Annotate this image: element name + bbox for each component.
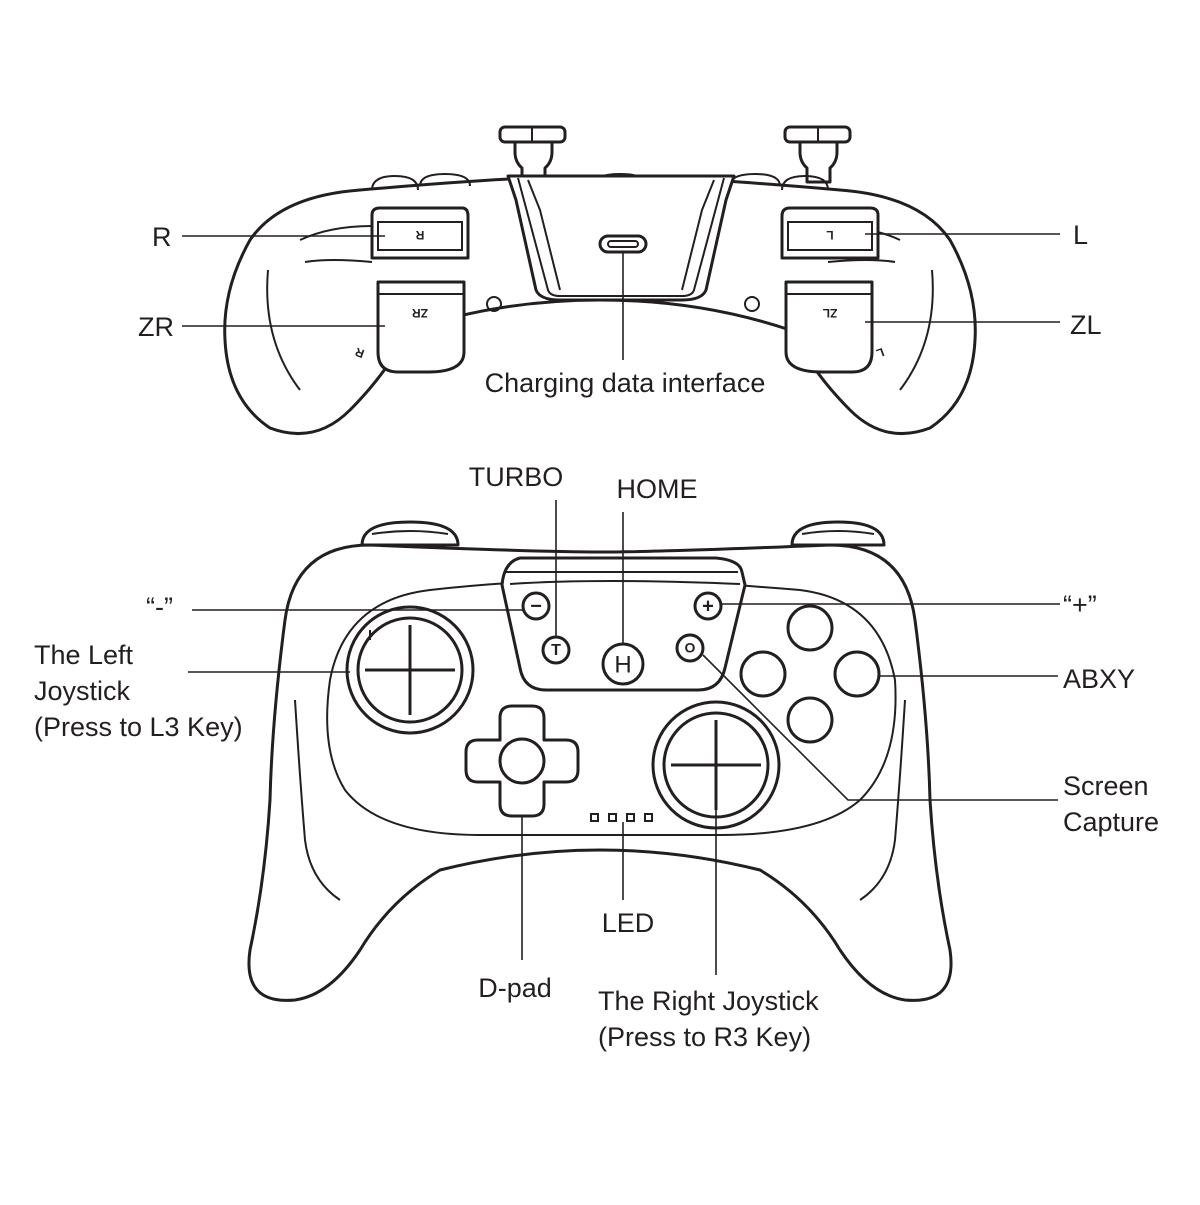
zr-trigger-mark: ZR <box>412 306 428 320</box>
l-label: L <box>1073 220 1088 250</box>
led-label: LED <box>602 908 655 938</box>
abxy-right-button <box>833 650 881 698</box>
right-shoulder <box>790 520 886 547</box>
plus-label: “+” <box>1063 590 1097 620</box>
home-label: HOME <box>617 474 698 504</box>
zl-label: ZL <box>1070 310 1102 340</box>
r-bumper: R <box>370 206 470 260</box>
screen-capture-label-line-2: Capture <box>1063 807 1159 837</box>
r-bumper-mark: R <box>415 228 424 242</box>
abxy-buttons <box>739 604 881 744</box>
led-indicators <box>590 813 653 822</box>
charging-interface-label: Charging data interface <box>485 368 766 398</box>
left-joystick-label-line-3: (Press to L3 Key) <box>34 712 243 742</box>
turbo-button-mark: T <box>551 642 561 659</box>
charging-port-icon <box>598 234 648 254</box>
left-joystick <box>345 605 475 735</box>
top-view-leaders <box>182 233 1060 360</box>
top-right-stick <box>498 125 567 184</box>
zl-trigger-mark: ZL <box>823 306 838 320</box>
front-view-leaders <box>188 500 1060 975</box>
turbo-label: TURBO <box>469 462 564 492</box>
dpad-label: D-pad <box>478 973 552 1003</box>
top-left-stick <box>783 125 852 184</box>
minus-button-mark: − <box>530 595 542 617</box>
left-shoulder <box>360 520 460 547</box>
abxy-left-button <box>739 650 787 698</box>
zr-trigger: ZR R <box>353 280 466 374</box>
abxy-label: ABXY <box>1063 664 1135 694</box>
l-bumper: L <box>780 206 880 260</box>
abxy-bottom-button <box>786 696 834 744</box>
left-joystick-label-line-1: The Left <box>34 640 134 670</box>
r-label: R <box>152 222 172 252</box>
right-joystick-label: The Right Joystick (Press to R3 Key) <box>598 986 819 1052</box>
home-button-mark: H <box>614 651 631 678</box>
right-joystick <box>651 700 781 830</box>
zr-label: ZR <box>138 312 174 342</box>
left-joystick-label: The Left Joystick (Press to L3 Key) <box>34 640 243 742</box>
right-joystick-label-line-1: The Right Joystick <box>598 986 819 1016</box>
abxy-top-button <box>786 604 834 652</box>
home-button: H <box>601 642 645 686</box>
capture-button-mark: O <box>685 640 696 656</box>
top-view-controller: R ZR R L ZL L <box>223 125 977 436</box>
screen-capture-label: Screen Capture <box>1063 771 1159 837</box>
plus-button: + <box>693 591 723 621</box>
minus-label: “-” <box>146 592 173 622</box>
zl-trigger: ZL L <box>784 280 886 374</box>
front-view-controller: − T H O + <box>247 520 953 1002</box>
capture-button: O <box>675 633 705 663</box>
turbo-button: T <box>541 635 571 665</box>
minus-button: − <box>521 591 551 621</box>
d-pad <box>464 704 580 818</box>
screen-capture-label-line-1: Screen <box>1063 771 1149 801</box>
left-joystick-label-line-2: Joystick <box>34 676 131 706</box>
right-joystick-label-line-2: (Press to R3 Key) <box>598 1022 811 1052</box>
l-bumper-mark: L <box>826 228 833 242</box>
plus-button-mark: + <box>702 595 714 617</box>
l-side-mark: L <box>874 345 886 361</box>
